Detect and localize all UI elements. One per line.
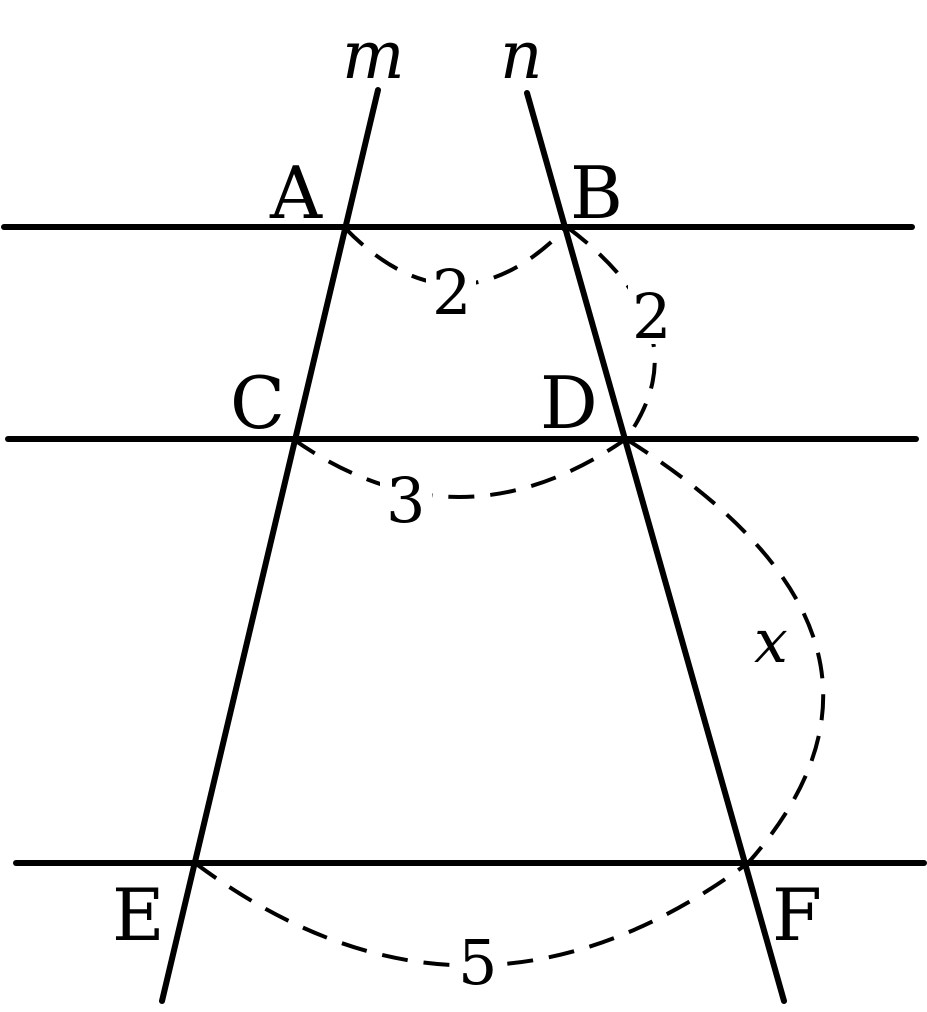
label-bg-df xyxy=(752,610,802,666)
measure-ef: 5 xyxy=(458,926,497,999)
transversal-n xyxy=(524,90,787,1004)
label-bg-cd xyxy=(380,462,432,528)
transversal-m xyxy=(159,87,381,1004)
measure-cd: 3 xyxy=(386,464,425,537)
measure-ab: 2 xyxy=(432,256,471,329)
arc-df xyxy=(624,437,826,865)
measure-bd: 2 xyxy=(632,280,671,353)
label-n: n xyxy=(500,17,543,94)
point-label-e: E xyxy=(112,873,165,957)
label-bg-ef xyxy=(452,924,504,990)
point-label-b: B xyxy=(570,151,623,235)
point-label-c: C xyxy=(230,361,285,445)
measure-df: x xyxy=(754,607,788,677)
point-label-a: A xyxy=(269,151,323,235)
arc-cd xyxy=(291,437,628,499)
label-bg-ab xyxy=(426,255,476,319)
label-bg-bd xyxy=(628,280,674,344)
point-label-f: F xyxy=(772,873,822,957)
label-m: m xyxy=(342,17,405,94)
point-label-d: D xyxy=(540,361,598,445)
